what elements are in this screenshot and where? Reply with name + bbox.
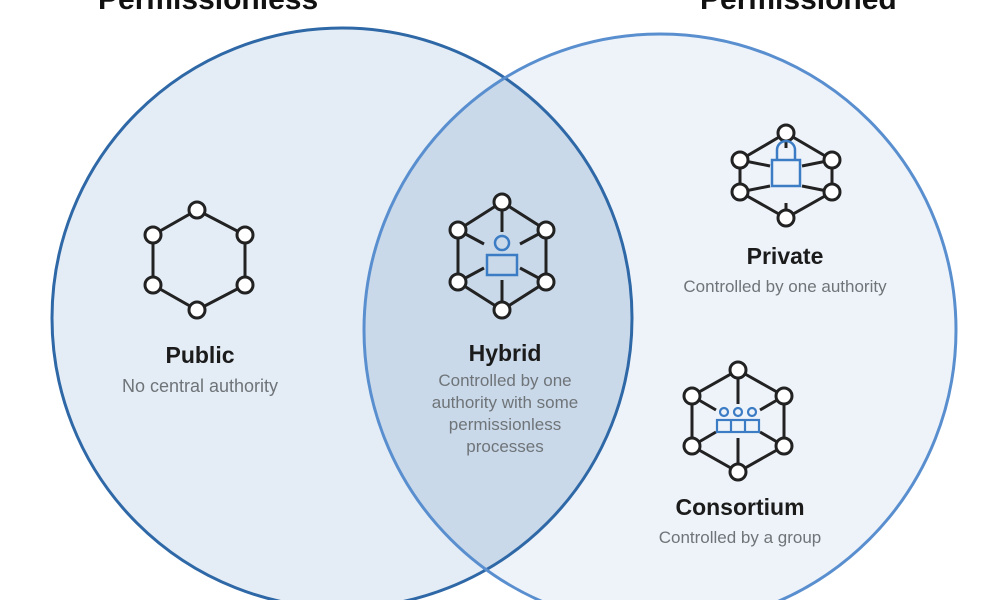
permissioned-outline [362,32,958,600]
network-lock-icon [730,123,842,228]
network-group-icon [682,360,794,482]
permissionless-label: Permissionless [98,0,318,17]
private-title: Private [746,243,824,269]
public-subtitle: No central authority [121,376,279,396]
hybrid-subtitle-line-3: permissionless [448,415,562,434]
hybrid-subtitle-line-1: Controlled by one [438,371,572,390]
permissioned-label: Permissioned [700,0,897,17]
consortium-title: Consortium [675,494,805,520]
hybrid-subtitle-line-2: authority with some [431,393,579,412]
hybrid-subtitle: Controlled by one authority with some pe… [390,370,620,458]
public-title: Public [165,342,235,368]
consortium-subtitle: Controlled by a group [658,528,822,547]
private-subtitle: Controlled by one authority [683,277,887,296]
overlap-region [364,34,632,600]
hexagon-network-icon [143,200,255,320]
hybrid-title: Hybrid [468,340,542,366]
hybrid-subtitle-line-4: processes [466,437,544,456]
permissionless-outline [50,26,634,600]
network-person-icon [448,192,556,320]
